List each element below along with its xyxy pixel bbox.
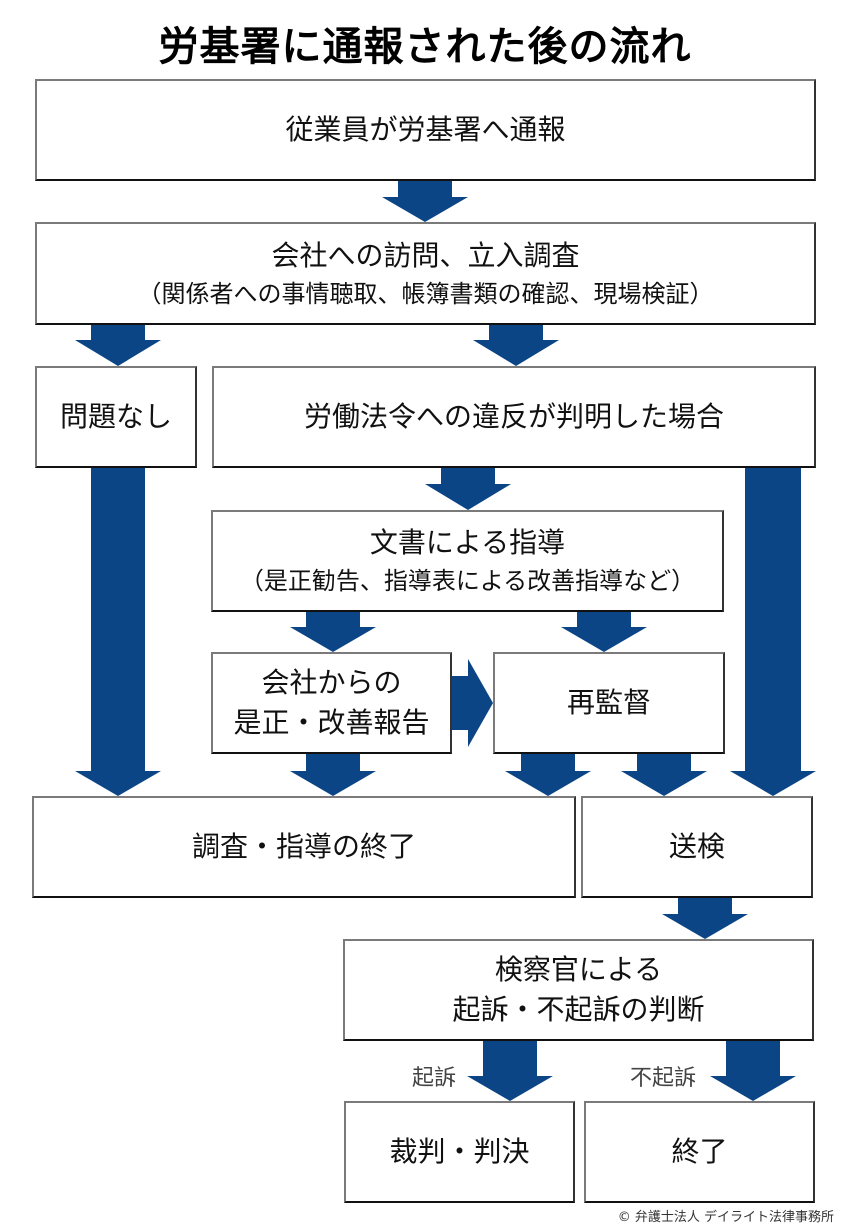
box-written-guidance-detail: （是正勧告、指導表による改善指導など） [239, 567, 696, 595]
arrow-company-report-to-end [290, 754, 376, 796]
box-trial: 裁判・判決 [344, 1101, 575, 1203]
arrow-company-report-to-reinspection [452, 659, 493, 747]
box-inspection-detail: （関係者への事情聴取、帳簿書類の確認、現場検証） [137, 279, 714, 308]
box-prosecutor-line1: 検察官による [494, 953, 663, 986]
box-company-report-line2: 是正・改善報告 [233, 706, 430, 739]
box-end-text: 終了 [671, 1135, 728, 1168]
label-no-indict: 不起訴 [630, 1066, 697, 1091]
arrow-reinspection-to-referral [621, 754, 707, 796]
page-title: 労基署に通報された後の流れ [158, 24, 692, 70]
arrow-no-issue-to-end [75, 468, 161, 796]
box-reinspection-text: 再監督 [566, 686, 651, 719]
copyright-credit: © 弁護士法人 デイライト法律事務所 [617, 1210, 834, 1225]
box-report: 従業員が労基署へ通報 [35, 79, 816, 181]
arrow-prosecutor-to-trial [467, 1041, 553, 1101]
box-end-of-investigation: 調査・指導の終了 [32, 796, 576, 898]
box-referral-text: 送検 [668, 830, 725, 863]
box-violation: 労働法令への違反が判明した場合 [212, 366, 816, 468]
box-prosecutor: 検察官による 起訴・不起訴の判断 [343, 939, 814, 1041]
box-inspection-title: 会社への訪問、立入調査 [271, 238, 580, 272]
box-no-issue-text: 問題なし [59, 400, 172, 433]
label-indict: 起訴 [412, 1066, 457, 1091]
arrow-report-to-inspection [382, 181, 468, 222]
box-company-report: 会社からの 是正・改善報告 [211, 652, 452, 754]
box-violation-text: 労働法令への違反が判明した場合 [303, 400, 724, 433]
box-inspection: 会社への訪問、立入調査 （関係者への事情聴取、帳簿書類の確認、現場検証） [35, 222, 816, 325]
box-end-of-investigation-text: 調査・指導の終了 [191, 830, 416, 863]
arrow-violation-to-guidance [425, 468, 511, 510]
arrow-inspection-to-no-issue [75, 325, 161, 366]
box-prosecutor-line2: 起訴・不起訴の判断 [452, 993, 705, 1026]
box-end: 終了 [584, 1101, 815, 1203]
box-report-text: 従業員が労基署へ通報 [285, 113, 566, 146]
box-written-guidance: 文書による指導 （是正勧告、指導表による改善指導など） [211, 510, 724, 612]
box-reinspection: 再監督 [493, 652, 725, 754]
arrow-guidance-to-company-report [290, 612, 376, 652]
box-no-issue: 問題なし [35, 366, 197, 468]
arrow-referral-to-prosecutor [662, 898, 748, 939]
arrow-inspection-to-violation [473, 325, 559, 366]
box-company-report-line1: 会社からの [261, 666, 402, 699]
box-trial-text: 裁判・判決 [389, 1135, 530, 1168]
arrow-reinspection-to-end [505, 754, 591, 796]
arrow-guidance-to-reinspection [561, 612, 647, 652]
box-referral: 送検 [581, 796, 813, 898]
arrow-prosecutor-to-end [710, 1041, 796, 1101]
box-written-guidance-title: 文書による指導 [369, 526, 566, 559]
arrow-violation-to-referral [730, 468, 816, 796]
